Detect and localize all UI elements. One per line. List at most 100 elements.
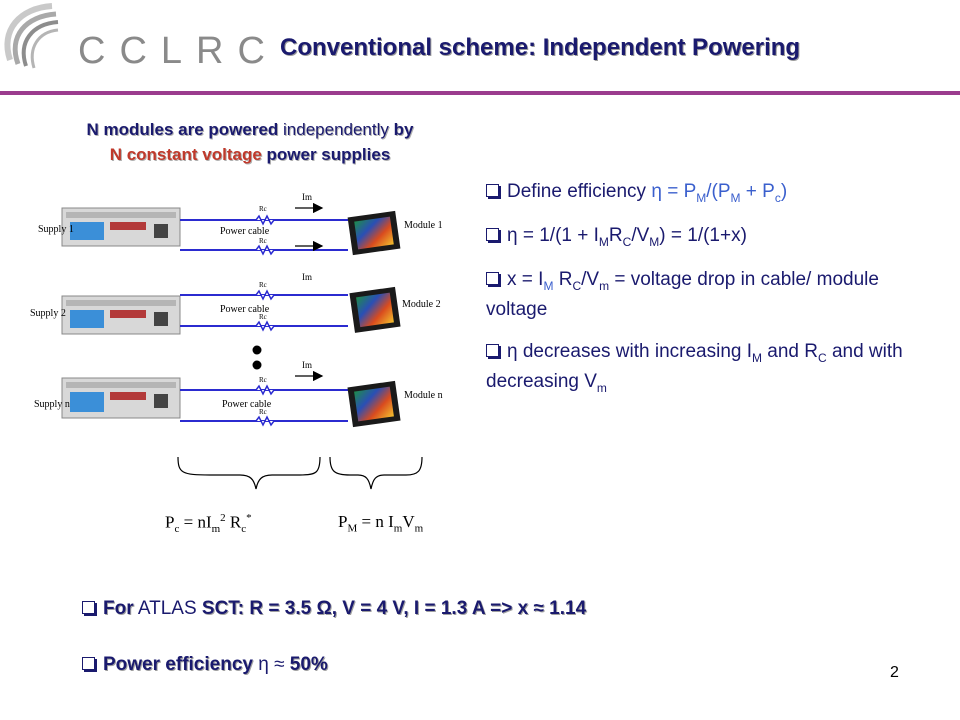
resistor-label: Rc (259, 205, 267, 213)
bullet-text: c (774, 190, 781, 205)
formula-part: M (347, 522, 358, 535)
current-label: Im (302, 272, 312, 282)
bullet-text: and R (762, 341, 818, 362)
bullet-text: M (752, 350, 763, 365)
bullet-text: SCT: R = 3.5 Ω, V = 4 V, I = 1.3 A => x … (201, 598, 587, 619)
bullet-text: Power efficiency (103, 654, 253, 675)
bullet-text: ) = 1/(1+x) (659, 225, 747, 246)
bullet-define-efficiency: Define efficiency η = PM/(PM + Pc) (486, 180, 926, 210)
bullet-checkbox-icon (82, 657, 95, 670)
supply-label: Supply n (34, 399, 70, 410)
bullet-checkbox-icon (82, 601, 95, 614)
bullet-text: x = I (507, 269, 544, 290)
slide-title: Conventional scheme: Independent Powerin… (280, 34, 801, 61)
formula-part: = nI (179, 512, 212, 532)
bullet-text: C (572, 278, 582, 293)
bullet-text: M (598, 234, 609, 249)
cable-label: Power cable (220, 226, 270, 237)
resistor-label: Rc (259, 376, 267, 384)
power-supply-unit (61, 377, 181, 419)
power-supply-unit (61, 295, 181, 335)
formula-part: c (241, 523, 247, 536)
bullet-text: = voltage drop in cable/ module voltage (486, 269, 879, 320)
formula-part: V (402, 512, 415, 531)
module-image (347, 210, 401, 256)
header-divider (0, 91, 960, 95)
supply-row-1: Supply 1 Rc Rc Power cable Im Module 1 (38, 192, 443, 256)
bullet-efficiency-formula: η = 1/(1 + IMRC/VM) = 1/(1+x) (486, 224, 926, 254)
bullet-text: η = P (651, 181, 697, 202)
formula-module-power: PM = n ImVm (338, 512, 423, 534)
bullet-efficiency-trend: η decreases with increasing IM and RC an… (486, 340, 926, 400)
bullet-text: + P (740, 181, 775, 202)
bullet-text: C (622, 234, 632, 249)
caption-text: power supplies (261, 145, 391, 164)
resistor-label: Rc (259, 408, 267, 416)
formula-part: c (174, 523, 180, 536)
bullet-text: η ≈ (252, 654, 290, 675)
bullet-text: η = 1/(1 + I (507, 225, 599, 246)
formula-part: P (338, 512, 348, 531)
formula-part: R (225, 512, 242, 532)
formula-cable-power: Pc = nIm2 Rc* (165, 512, 252, 535)
diagram-caption-line1: N modules are powered independently by (0, 120, 500, 140)
resistor-label: Rc (259, 313, 267, 321)
diagram-caption-line2: N constant voltage power supplies (0, 145, 500, 165)
bullet-text: /V (581, 269, 600, 290)
module-label: Module 1 (404, 220, 443, 231)
module-image (347, 380, 401, 428)
bullet-text: For (103, 598, 134, 619)
bullet-text: ATLAS (133, 598, 202, 619)
bullet-text: and with decreasing V (486, 341, 903, 392)
bullet-text: R (608, 225, 623, 246)
bullet-text: m (596, 380, 607, 395)
formula-part: m (414, 522, 424, 535)
bullet-text: 50% (289, 654, 328, 675)
page-number: 2 (890, 664, 899, 681)
bullet-text: C (818, 350, 827, 365)
resistor-label: Rc (259, 237, 267, 245)
powering-diagram: Supply 1 Rc Rc Power cable Im Module 1 S… (30, 192, 443, 428)
supply-label: Supply 2 (30, 308, 66, 319)
caption-highlight: N constant voltage (109, 145, 262, 164)
module-image (349, 286, 401, 333)
formula-part: m (393, 522, 403, 535)
bullet-power-efficiency: Power efficiency η ≈ 50% (82, 654, 328, 676)
cable-label: Power cable (222, 399, 272, 410)
bullet-x-definition: x = IM RC/Vm = voltage drop in cable/ mo… (486, 268, 926, 322)
brace-modules (329, 456, 423, 490)
bullet-checkbox-icon (486, 184, 499, 197)
bullet-text: η decreases with increasing I (507, 341, 753, 362)
bullet-text: ) (780, 181, 788, 202)
resistor-label: Rc (259, 281, 267, 289)
caption-text: by (393, 120, 414, 139)
cable-label: Power cable (220, 304, 270, 315)
supply-row-n: Supply n Rc Rc Power cable Im Module n (34, 360, 443, 428)
current-label: Im (302, 192, 312, 202)
bullet-atlas-sct: For ATLAS SCT: R = 3.5 Ω, V = 4 V, I = 1… (82, 598, 586, 620)
bullet-text: /(P (706, 181, 731, 202)
bullet-text: m (599, 278, 610, 293)
bullet-text: M (696, 190, 707, 205)
bullet-checkbox-icon (486, 272, 499, 285)
formula-part: P (165, 512, 175, 532)
formula-part: 2 (220, 512, 226, 524)
supply-label: Supply 1 (38, 224, 74, 235)
caption-text: independently (278, 120, 394, 139)
bullet-text: M (730, 190, 741, 205)
bullet-text: Define efficiency (507, 181, 652, 202)
logo-text: CCLRC (78, 30, 279, 72)
cclrc-logo (4, 3, 59, 69)
ellipsis-dot (252, 360, 262, 370)
formula-part: * (246, 512, 252, 524)
braces (177, 456, 423, 490)
bullet-text: M (649, 234, 660, 249)
bullet-text: R (553, 269, 573, 290)
current-label: Im (302, 360, 312, 370)
power-supply-unit (61, 207, 181, 247)
ellipsis-dot (252, 345, 262, 355)
bullet-checkbox-icon (486, 228, 499, 241)
bullet-text: /V (631, 225, 650, 246)
module-label: Module 2 (402, 299, 441, 310)
supply-row-2: Supply 2 Rc Rc Power cable Im Module 2 (30, 272, 441, 335)
